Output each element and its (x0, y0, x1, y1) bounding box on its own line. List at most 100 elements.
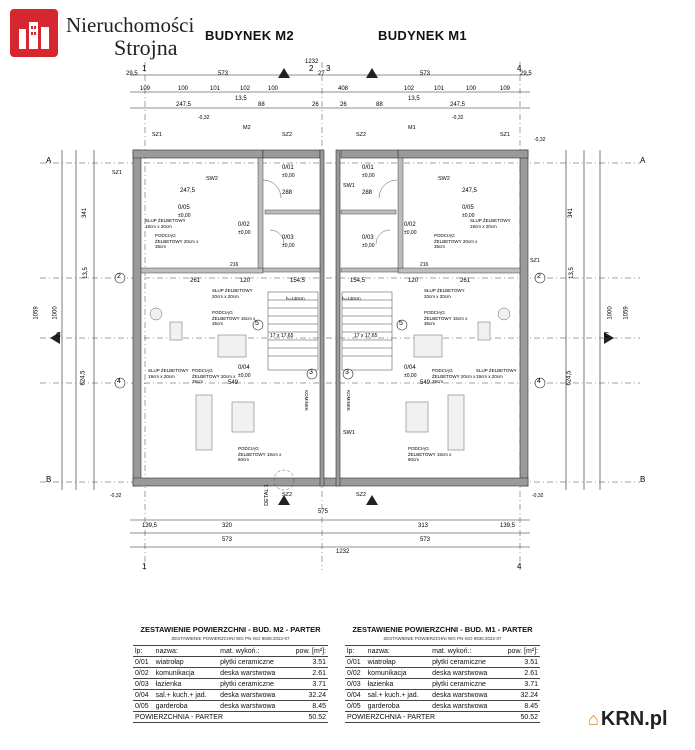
axis-4-right: 4 (537, 378, 541, 385)
axis-a-right: A (640, 156, 646, 165)
room-dim-549-right: 549 (420, 380, 431, 386)
beam-label-right-bottom: PODCIĄG ŻELBETOWY 20cm x 35cm (432, 368, 476, 384)
pillar-label-left: SŁUP ŻELBETOWY 20cm x 20cm (212, 288, 253, 299)
level-outer-top-right: -0,32 (452, 115, 464, 121)
col-header-name: nazwa: (153, 645, 219, 657)
dim-gap: 27 (318, 71, 325, 77)
room-0-05-left-level: ±0,00 (178, 213, 191, 219)
axis-4-bottom: 4 (517, 562, 522, 571)
column-label-right-bottom: SLUP ŻELBETOWY 19cm x 20cm (476, 368, 517, 379)
dim-side-right: 29,5 (520, 71, 532, 77)
dim-depth-seg2-right: 13,5 (568, 267, 575, 279)
table-header-row: lp: nazwa: mat. wykoń.: pow. [m²]: (133, 645, 328, 657)
beam-label-left-top: PODCIĄG ŻELBETOWY 20cm x 35cm (155, 233, 199, 249)
dim-second-5: 26 (340, 102, 347, 108)
cell-name: wiatrołap (365, 656, 431, 668)
room-dim-120-right: 120 (408, 278, 419, 284)
dim-depth-seg3-left: 624,5 (80, 370, 87, 386)
axis-5-right: 5 (399, 320, 403, 327)
area-table-subtitle: ZESTAWIENIE POWIERZCHNI WG PN-ISO 9836:2… (171, 636, 290, 641)
cell-name: komunikacja (365, 667, 431, 679)
mark-m1: M1 (408, 125, 416, 131)
dim-bottom-overall: 1232 (336, 549, 350, 555)
room-dim-261-right: 261 (460, 278, 471, 284)
cell-lp: 0/03 (345, 678, 366, 690)
cell-name: sal.+ kuch.+ jad. (153, 689, 219, 701)
room-0-01-right: 0/01 (362, 165, 374, 171)
cell-lp: 0/01 (345, 656, 366, 668)
dim-top-4: 102 (240, 86, 251, 92)
col-header-lp: lp: (345, 645, 366, 657)
cell-area: 3.51 (287, 656, 328, 668)
total-label: POWIERZCHNIA - PARTER (345, 711, 500, 723)
cell-name: łazienka (153, 678, 219, 690)
mark-sw2-left: SW2 (206, 176, 218, 182)
dim-top-5: 100 (268, 86, 279, 92)
cell-material: płytki ceramiczne (430, 678, 500, 690)
dim-bottom-width-right: 573 (420, 537, 431, 543)
room-0-04-right-level: ±0,00 (404, 373, 417, 379)
room-0-04-left: 0/04 (238, 365, 250, 371)
dim-second-2: 13,5 (235, 96, 247, 102)
axis-a-left: A (46, 156, 52, 165)
cell-lp: 0/04 (133, 689, 154, 701)
total-value: 50.52 (287, 711, 328, 723)
room-dim-2475-right: 247,5 (462, 188, 478, 194)
fireplace-label-left: KOMINEK (303, 390, 309, 411)
mark-sw1-bottom: SW1 (343, 430, 355, 436)
dim-top-2: 100 (178, 86, 189, 92)
room-0-05-right: 0/05 (462, 205, 474, 211)
room-dim-154-left: 154,5 (290, 278, 306, 284)
room-0-01-left-level: ±0,00 (282, 173, 295, 179)
room-0-02-left-level: ±0,00 (238, 230, 251, 236)
dim-second-7: 13,5 (408, 96, 420, 102)
dim-depth-inner-right: 1000 (607, 306, 614, 320)
room-0-03-left-level: ±0,00 (282, 243, 295, 249)
cell-lp: 0/02 (345, 667, 366, 679)
room-0-02-left: 0/02 (238, 222, 250, 228)
axis-c-left: C (56, 332, 62, 339)
area-table-subtitle: ZESTAWIENIE POWIERZCHNI WG PN-ISO 9836:2… (383, 636, 502, 641)
house-logo-icon (10, 9, 58, 57)
floor-plan-drawing (40, 62, 640, 570)
cell-material: płytki ceramiczne (218, 656, 288, 668)
cell-material: deska warstwowa (430, 689, 500, 701)
dim-second-1: 247,5 (176, 102, 192, 108)
stairs-label-left: 17 x 17,65 (270, 333, 294, 339)
dim-overall-top: 1232 (305, 59, 319, 65)
cell-area: 3.71 (499, 678, 540, 690)
mark-sz1-right-side: SZ1 (530, 258, 541, 264)
axis-2-left: 2 (117, 273, 121, 280)
level-outer-top-left: -0,32 (198, 115, 210, 121)
mark-sz1-left-side: SZ1 (112, 170, 123, 176)
cell-name: garderoba (365, 700, 431, 712)
col-header-lp: lp: (133, 645, 154, 657)
cell-lp: 0/05 (133, 700, 154, 712)
area-table-m2: ZESTAWIENIE POWIERZCHNI - BUD. M2 - PART… (133, 625, 328, 723)
krn-watermark: ⌂KRN.pl (588, 708, 668, 731)
agency-logo: Nieruchomości Strojna (10, 9, 210, 61)
building-title-right: BUDYNEK M1 (378, 28, 467, 43)
mark-sz2-top-left: SZ2 (282, 132, 293, 138)
room-0-05-left: 0/05 (178, 205, 190, 211)
dim-bottom-1: 139,5 (142, 523, 158, 529)
cell-area: 3.71 (287, 678, 328, 690)
room-0-04-right: 0/04 (404, 365, 416, 371)
beam60-label-left: PODCIĄG ŻELBETOWY 19cm x 60cm (238, 446, 282, 462)
dim-depth-inner-left: 1000 (52, 306, 59, 320)
mark-sw1-right: SW1 (343, 183, 355, 189)
mark-sz2-bottom-right: SZ2 (356, 492, 367, 498)
axis-4-left: 4 (117, 378, 121, 385)
logo-text-line2: Strojna (114, 35, 178, 60)
dim-second-4: 26 (312, 102, 319, 108)
beam-label-left-bottom: PODCIĄG ŻELBETOWY 20cm x 35cm (192, 368, 236, 384)
beam60-label-right: PODCIĄG ŻELBETOWY 19cm x 60cm (408, 446, 452, 462)
mark-m2: M2 (243, 125, 251, 131)
room-0-05-right-level: ±0,00 (462, 213, 475, 219)
dim-bottom-5: 139,5 (500, 523, 516, 529)
room-0-01-right-level: ±0,00 (362, 173, 375, 179)
cell-area: 32.24 (499, 689, 540, 701)
